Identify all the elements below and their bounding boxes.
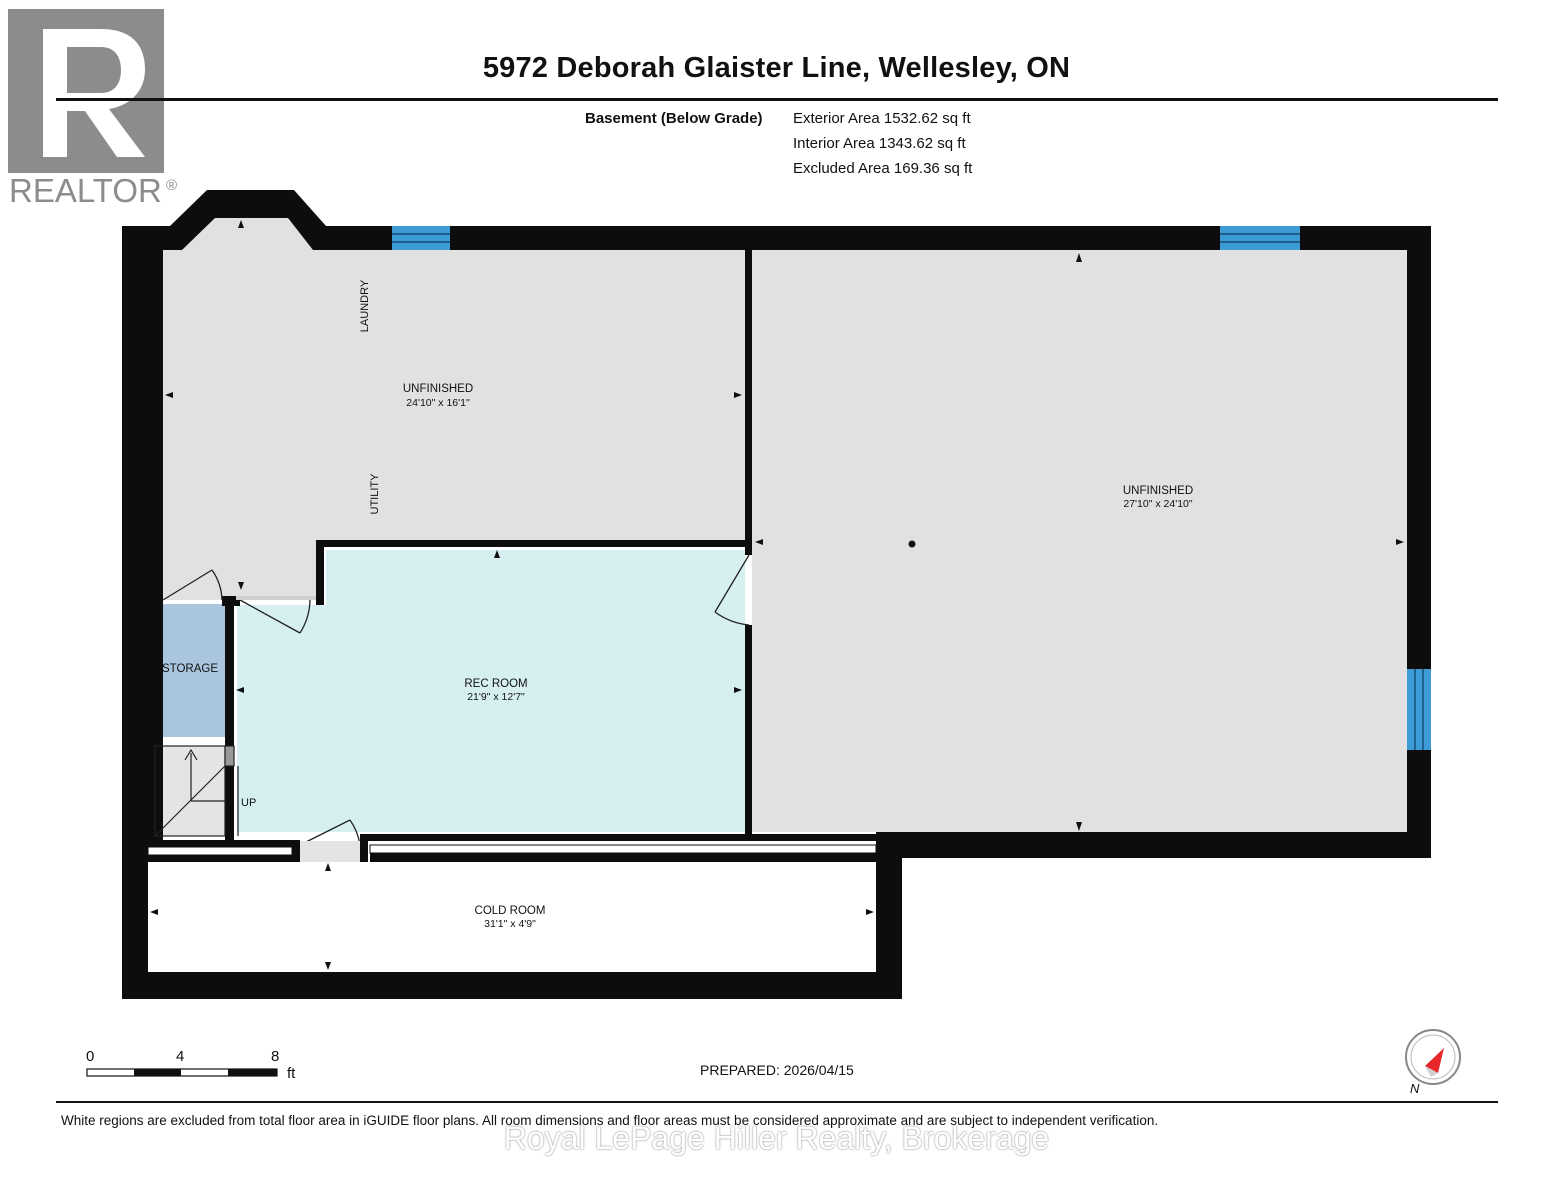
brokerage-watermark: Royal LePage Hiller Realty, Brokerage <box>503 1120 1050 1156</box>
realtor-logo: REALTOR ® <box>5 7 185 217</box>
room-unfinished-east-dims: 27'10" x 24'10" <box>1123 498 1193 510</box>
property-address-title: 5972 Deborah Glaister Line, Wellesley, O… <box>482 52 1071 84</box>
room-cold-dims: 31'1" x 4'9" <box>484 918 536 930</box>
room-unfinished-west-label: UNFINISHED <box>402 383 474 395</box>
room-rec-dims: 21'9" x 12'7" <box>467 691 525 703</box>
cold-room-fill <box>148 862 876 972</box>
svg-text:®: ® <box>166 177 177 194</box>
room-storage-label: STORAGE <box>161 663 219 675</box>
room-unfinished-west-dims: 24'10" x 16'1" <box>406 397 470 409</box>
scale-tick-8: 8 <box>271 1048 280 1065</box>
compass-icon <box>1400 1028 1470 1103</box>
utility-annotation: UTILITY <box>369 473 381 515</box>
level-name: Basement (Below Grade) <box>585 110 763 127</box>
camera-position-marker <box>908 540 916 548</box>
room-unfinished-east-label: UNFINISHED <box>1122 485 1194 497</box>
compass-north-label: N <box>1410 1081 1420 1096</box>
interior-area: Interior Area 1343.62 sq ft <box>793 135 966 152</box>
header-rule <box>56 98 1498 101</box>
laundry-annotation: LAUNDRY <box>359 279 371 333</box>
interior-walls <box>148 250 876 862</box>
room-rec-label: REC ROOM <box>464 678 528 690</box>
scale-unit: ft <box>287 1065 296 1082</box>
disclaimer-text: White regions are excluded from total fl… <box>61 1113 1159 1128</box>
scale-tick-0: 0 <box>86 1048 95 1065</box>
excluded-area: Excluded Area 169.36 sq ft <box>793 160 973 177</box>
prepared-date: PREPARED: 2026/04/15 <box>700 1062 854 1078</box>
scale-tick-4: 4 <box>176 1048 185 1065</box>
window-right <box>1407 669 1431 750</box>
room-storage-fill <box>155 604 225 737</box>
window-top-left <box>392 226 450 250</box>
footer-rule <box>56 1101 1498 1103</box>
exterior-walls <box>122 190 1431 999</box>
room-rec-fill <box>237 550 745 832</box>
room-unfinished-east-fill <box>752 250 1407 832</box>
doors <box>162 554 750 846</box>
staircase <box>154 745 239 837</box>
dimension-arrows <box>150 220 1404 970</box>
stairs-up-label: UP <box>241 797 257 809</box>
realtor-wordmark: REALTOR <box>9 172 162 209</box>
window-top-right <box>1220 226 1300 250</box>
exterior-area: Exterior Area 1532.62 sq ft <box>793 110 971 127</box>
room-cold-label: COLD ROOM <box>474 905 546 917</box>
room-unfinished-west-fill <box>163 218 745 600</box>
stairs-fill <box>155 746 225 836</box>
